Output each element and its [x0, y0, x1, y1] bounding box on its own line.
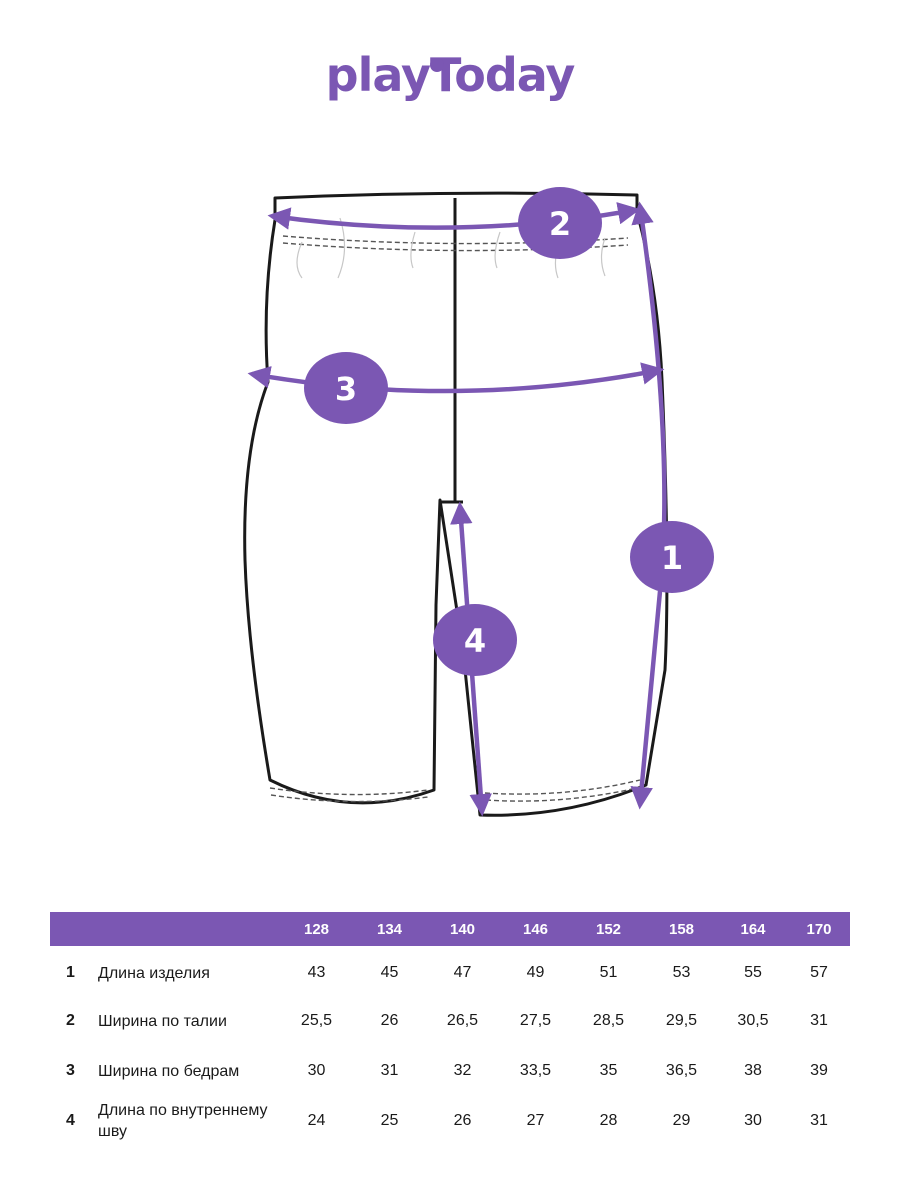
measurement-value: 29,5: [665, 1012, 698, 1029]
row-number: 3: [66, 1062, 75, 1079]
marker-2-label: 2: [549, 205, 571, 243]
measurement-value: 33,5: [519, 1062, 552, 1079]
size-header-row: 128 134 140 146 152 158 164 170: [50, 912, 850, 946]
row-number: 4: [66, 1112, 75, 1129]
measurement-value: 53: [672, 964, 691, 981]
measurement-value: 31: [810, 1012, 828, 1029]
table-row: 1 Длина изделия 43 45 47 49 51 53 55 57: [50, 946, 850, 996]
measurement-value: 36,5: [665, 1062, 698, 1079]
measurement-value: 27: [526, 1112, 545, 1129]
marker-3: 3: [304, 352, 388, 424]
measurement-value: 31: [380, 1062, 399, 1079]
measurement-value: 28: [599, 1112, 618, 1129]
marker-3-label: 3: [335, 370, 357, 408]
marker-2: 2: [518, 187, 602, 259]
measurement-name: Длина изделия: [98, 964, 210, 982]
brand-logo: playToday: [0, 48, 900, 102]
measurement-value: 38: [744, 1062, 762, 1079]
arrow-length: [630, 201, 667, 810]
header-blank: [98, 912, 280, 946]
shorts-measurement-diagram: 2 3 1 4: [0, 150, 900, 870]
measurement-value: 43: [307, 964, 326, 981]
table-row: 2 Ширина по талии 25,5 26 26,5 27,5 28,5…: [50, 996, 850, 1046]
row-number: 1: [66, 964, 75, 981]
measurement-value: 27,5: [519, 1012, 552, 1029]
marker-4: 4: [433, 604, 517, 676]
measurement-value: 55: [744, 964, 762, 981]
size-header: 158: [668, 920, 695, 938]
size-header: 170: [806, 920, 832, 938]
measurement-value: 49: [526, 964, 545, 981]
measurement-value: 57: [810, 964, 828, 981]
size-header: 140: [449, 920, 476, 938]
hem-stitching: [269, 779, 642, 803]
measurement-arrows: [247, 201, 667, 817]
measurement-value: 31: [810, 1112, 828, 1129]
measurement-value: 29: [672, 1112, 691, 1129]
measurement-value: 51: [599, 964, 618, 981]
measurement-value: 32: [453, 1062, 472, 1079]
measurement-value: 30,5: [737, 1012, 769, 1029]
logo-dot-icon: [430, 58, 444, 72]
table-row: 3 Ширина по бедрам 30 31 32 33,5 35 36,5…: [50, 1046, 850, 1096]
shorts-outline: [243, 191, 669, 817]
row-number: 2: [66, 1012, 75, 1029]
header-blank: [50, 912, 98, 946]
measurement-value: 30: [744, 1112, 762, 1129]
brand-name: playToday: [325, 48, 576, 102]
measurement-name: Ширина по бедрам: [98, 1062, 240, 1080]
measurement-name: Длина по внутреннему шву: [98, 1102, 268, 1140]
measurement-value: 25: [380, 1112, 399, 1129]
measurement-value: 39: [810, 1062, 828, 1079]
measurement-value: 28,5: [592, 1012, 625, 1029]
measurement-value: 35: [599, 1062, 618, 1079]
measurement-value: 26: [380, 1012, 399, 1029]
measurement-name: Ширина по талии: [98, 1012, 227, 1030]
measurement-value: 26,5: [446, 1012, 479, 1029]
table-row: 4 Длина по внутреннему шву 24 25 26 27 2…: [50, 1096, 850, 1146]
measurement-value: 45: [380, 964, 399, 981]
size-header: 134: [376, 920, 403, 938]
measurement-value: 24: [307, 1112, 326, 1129]
size-header: 164: [740, 920, 766, 938]
marker-4-label: 4: [464, 622, 486, 660]
measurement-value: 26: [453, 1112, 472, 1129]
marker-1-label: 1: [661, 539, 683, 577]
measurement-value: 30: [307, 1062, 326, 1079]
measurement-value: 25,5: [300, 1012, 333, 1029]
size-header: 128: [303, 920, 330, 938]
size-header: 152: [595, 920, 622, 938]
measurement-value: 47: [453, 964, 472, 981]
marker-1: 1: [630, 521, 714, 593]
size-chart-table: 128 134 140 146 152 158 164 170 1 Длина …: [50, 912, 850, 1146]
size-header: 146: [522, 920, 549, 938]
